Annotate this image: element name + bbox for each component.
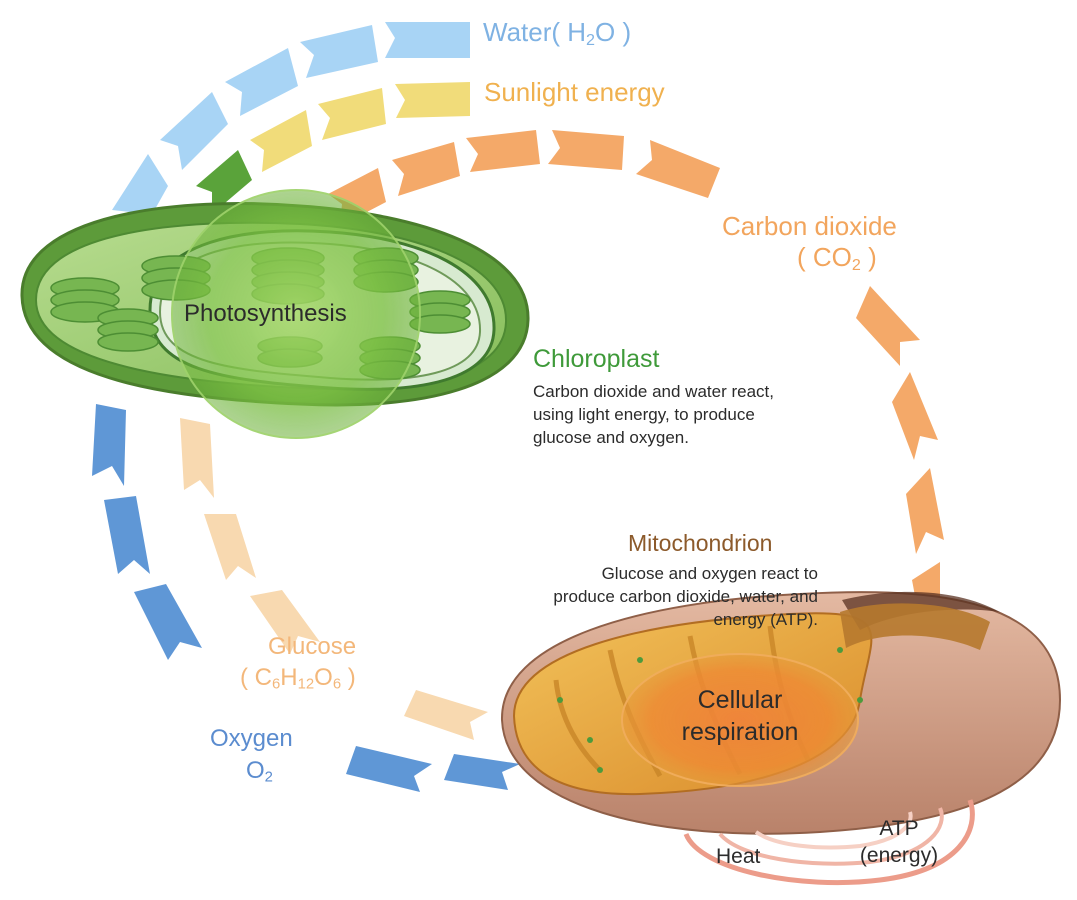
- glucose-arrow-ring: [180, 418, 488, 740]
- sunlight-label: Sunlight energy: [484, 77, 665, 107]
- oxygen-name-label: Oxygen: [210, 725, 293, 752]
- oxygen-formula-label: O2: [246, 757, 273, 786]
- co2-name-label: Carbon dioxide: [722, 211, 897, 241]
- co2-formula-label: ( CO2 ): [797, 242, 877, 275]
- sunlight-arrow-ring: [250, 82, 470, 172]
- respiration-glow: [621, 653, 859, 787]
- water-label: Water( H2O ): [483, 17, 632, 50]
- water-arrow-ring: [112, 22, 470, 236]
- chloroplast-description: Carbon dioxide and water react, using li…: [533, 382, 774, 447]
- photosynthesis-glow: [171, 189, 421, 439]
- chloroplast-illustration: [20, 189, 530, 439]
- energy-rings: [683, 799, 975, 886]
- photosynthesis-label: Photosynthesis: [184, 300, 347, 327]
- mitochondrion-title: Mitochondrion: [628, 530, 773, 556]
- glucose-formula-label: ( C6H12O6 ): [240, 664, 356, 693]
- cellular-respiration-label: Cellular respiration: [681, 686, 799, 746]
- oxygen-arrow-ring: [92, 404, 520, 792]
- heat-label: Heat: [716, 845, 761, 868]
- sunlight-arrow-tail: [196, 150, 252, 214]
- mitochondrion-particles: [557, 647, 863, 773]
- mitochondrion-description: Glucose and oxygen react to produce carb…: [553, 564, 818, 629]
- atp-label: ATP (energy): [859, 817, 939, 867]
- mitochondrion-illustration: [500, 591, 1062, 835]
- glucose-name-label: Glucose: [268, 633, 357, 660]
- chloroplast-title: Chloroplast: [533, 345, 660, 373]
